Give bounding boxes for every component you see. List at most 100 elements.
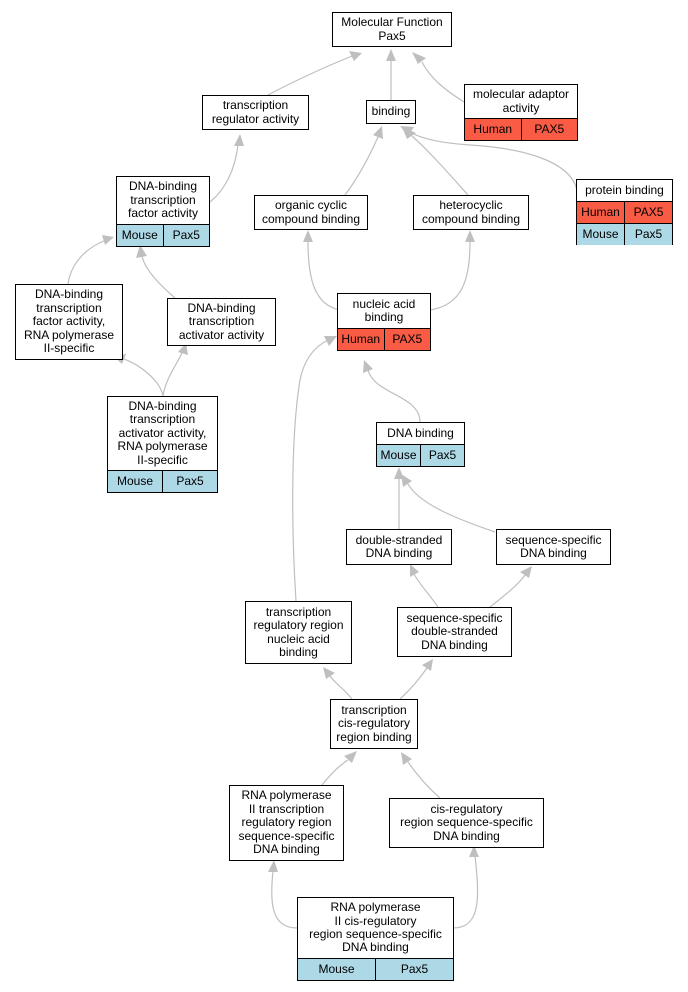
gene-cell: Pax5 bbox=[162, 471, 217, 492]
arrow-mad-mf bbox=[412, 52, 426, 64]
arrow-ocb-bind bbox=[373, 126, 383, 139]
node-label: organic cyclic compound binding bbox=[261, 198, 361, 226]
species-cell: Mouse bbox=[121, 227, 158, 242]
node-label: double-stranded DNA binding bbox=[355, 532, 443, 560]
node-sequence-specific-dna-binding[interactable]: sequence-specific DNA binding bbox=[496, 529, 611, 565]
gene-cell: PAX5 bbox=[624, 202, 672, 223]
node-nucleic-acid-binding[interactable]: nucleic acid binding Human PAX5 bbox=[337, 293, 431, 351]
annotation-row-human: Human PAX5 bbox=[577, 201, 672, 223]
arrow-crr-tcr bbox=[401, 752, 412, 765]
edge-ssds-dsb bbox=[413, 573, 439, 608]
edge-hcb-bind bbox=[411, 135, 469, 196]
node-label: DNA binding bbox=[387, 425, 454, 440]
node-label: nucleic acid binding bbox=[352, 296, 416, 324]
arrow-tcr-ssds bbox=[422, 659, 433, 671]
edges bbox=[67, 55, 578, 929]
node-transcription-regulator-activity[interactable]: transcription regulator activity bbox=[202, 95, 309, 130]
arrow-dbr-dbt bbox=[102, 235, 114, 245]
edge-tcr-trr bbox=[329, 675, 353, 700]
edge-rp2-tcr bbox=[321, 759, 349, 786]
node-rnap2-cis-regulatory-region-ssdb[interactable]: RNA polymerase II cis-regulatory region … bbox=[297, 897, 454, 981]
annotation-row-mouse: Mouse Pax5 bbox=[577, 223, 672, 245]
edge-ssb-db bbox=[407, 483, 496, 533]
node-dna-binding-tf-activity-rnap2-specific[interactable]: DNA-binding transcription factor activit… bbox=[15, 284, 123, 360]
node-dna-binding[interactable]: DNA binding Mouse Pax5 bbox=[376, 422, 465, 467]
node-cis-regulatory-region-ssdb[interactable]: cis-regulatory region sequence-specific … bbox=[389, 798, 544, 848]
arrow-pb-bind bbox=[400, 126, 414, 136]
node-protein-binding[interactable]: protein binding Human PAX5 Mouse Pax5 bbox=[576, 179, 673, 245]
edge-ocb-bind bbox=[344, 136, 379, 196]
arrow-tcr-trr bbox=[323, 667, 335, 679]
species-cell: Human bbox=[581, 204, 620, 219]
node-label: RNA polymerase II transcription regulato… bbox=[238, 788, 335, 857]
arrowheads bbox=[102, 49, 532, 872]
node-transcription-cis-regulatory-region-binding[interactable]: transcription cis-regulatory region bind… bbox=[330, 699, 418, 749]
node-dna-binding-transcription-factor-activity[interactable]: DNA-binding transcription factor activit… bbox=[116, 176, 210, 247]
node-double-stranded-dna-binding[interactable]: double-stranded DNA binding bbox=[346, 529, 452, 565]
edge-trr-nab bbox=[292, 339, 329, 602]
node-molecular-adaptor-activity[interactable]: molecular adaptor activity Human PAX5 bbox=[464, 84, 578, 141]
edge-ssds-ssb bbox=[489, 574, 526, 608]
species-cell: Human bbox=[473, 121, 513, 136]
node-label: transcription regulatory region nucleic … bbox=[253, 604, 344, 659]
arrow-nab-ocb bbox=[303, 230, 313, 242]
arrow-tra-mf bbox=[349, 51, 362, 61]
node-label: transcription regulator activity bbox=[211, 98, 300, 126]
arrow-rp2c-rp2 bbox=[268, 860, 278, 872]
annotation-row-mouse: Mouse Pax5 bbox=[117, 224, 209, 246]
arrow-bind-mf bbox=[386, 49, 396, 61]
gene-cell: Pax5 bbox=[624, 224, 672, 245]
node-label: binding bbox=[371, 104, 411, 119]
annotation-row-human: Human PAX5 bbox=[465, 118, 577, 140]
gene-cell: PAX5 bbox=[383, 329, 431, 350]
node-transcription-regulatory-region-nucleic-acid-binding[interactable]: transcription regulatory region nucleic … bbox=[245, 601, 352, 664]
edge-pb-bind bbox=[409, 131, 578, 191]
edge-nab-hcb bbox=[429, 241, 471, 311]
arrow-ssds-dsb bbox=[410, 564, 419, 577]
arrow-nab-hcb bbox=[465, 230, 475, 242]
arrow-db-nab bbox=[363, 360, 373, 373]
gene-cell: PAX5 bbox=[520, 119, 578, 140]
annotation-row-mouse: Mouse Pax5 bbox=[377, 444, 464, 466]
gene-cell: Pax5 bbox=[375, 959, 453, 980]
arrow-dbt-tra bbox=[234, 134, 244, 146]
node-binding[interactable]: binding bbox=[366, 100, 416, 124]
edge-dtar-dbr bbox=[123, 358, 164, 397]
edge-dtar-dta bbox=[162, 352, 183, 397]
edge-dbt-tra bbox=[209, 144, 239, 203]
node-label: Molecular Function Pax5 bbox=[341, 15, 443, 43]
node-organic-cyclic-compound-binding[interactable]: organic cyclic compound binding bbox=[254, 195, 368, 230]
arrow-ssds-ssb bbox=[520, 566, 532, 578]
gene-cell: Pax5 bbox=[420, 445, 464, 466]
edge-dta-dbt bbox=[141, 255, 176, 299]
node-label: sequence-specific DNA binding bbox=[505, 532, 602, 560]
node-dna-binding-transcription-activator-activity-rnap2-specific[interactable]: DNA-binding transcription activator acti… bbox=[107, 396, 218, 493]
node-label: sequence-specific double-stranded DNA bi… bbox=[406, 610, 503, 652]
arrow-rp2c-crr bbox=[469, 845, 479, 857]
node-label: RNA polymerase II cis-regulatory region … bbox=[309, 900, 442, 955]
species-cell: Human bbox=[341, 331, 381, 346]
node-label: DNA-binding transcription activator acti… bbox=[117, 398, 208, 467]
node-heterocyclic-compound-binding[interactable]: heterocyclic compound binding bbox=[413, 195, 529, 230]
node-label: protein binding bbox=[585, 182, 664, 197]
node-label: cis-regulatory region sequence-specific … bbox=[400, 801, 533, 843]
node-label: DNA-binding transcription activator acti… bbox=[178, 300, 265, 342]
arrow-trr-nab bbox=[324, 336, 337, 346]
arrow-dtar-dta bbox=[178, 343, 188, 355]
node-label: heterocyclic compound binding bbox=[421, 198, 521, 226]
edge-rp2c-crr bbox=[452, 855, 479, 929]
arrow-rp2-tcr bbox=[344, 751, 357, 763]
species-cell: Mouse bbox=[116, 473, 154, 488]
node-dna-binding-transcription-activator-activity[interactable]: DNA-binding transcription activator acti… bbox=[167, 298, 276, 346]
arrow-dta-dbt bbox=[136, 245, 147, 258]
arrow-ssb-db bbox=[401, 474, 412, 487]
node-molecular-function[interactable]: Molecular Function Pax5 bbox=[332, 12, 452, 47]
edge-dbr-dbt bbox=[67, 239, 107, 286]
gene-cell: Pax5 bbox=[162, 225, 210, 246]
node-sequence-specific-double-stranded-dna-binding[interactable]: sequence-specific double-stranded DNA bi… bbox=[397, 607, 512, 657]
node-rnap2-transcription-regulatory-region-ssdb[interactable]: RNA polymerase II transcription regulato… bbox=[229, 785, 344, 861]
annotation-row-mouse: Mouse Pax5 bbox=[108, 470, 217, 492]
node-label: molecular adaptor activity bbox=[472, 87, 570, 115]
edge-rp2c-rp2 bbox=[271, 870, 298, 929]
